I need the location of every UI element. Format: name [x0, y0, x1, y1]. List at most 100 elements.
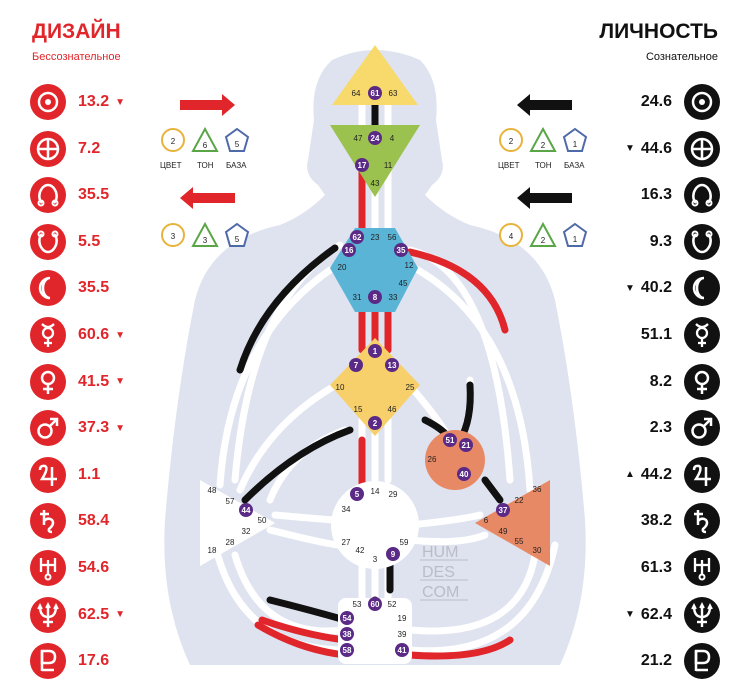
design-planet-row: 35.5 — [30, 175, 115, 215]
solar-plexus-center — [475, 480, 550, 566]
svg-text:COM: COM — [422, 584, 459, 601]
active-gate-marker — [459, 438, 473, 452]
planet-value: 44.2 — [640, 465, 672, 483]
ajna-gate: 11 — [384, 161, 393, 170]
solar-gate: 6 — [484, 516, 489, 525]
planet-value: 60.6 — [78, 326, 110, 343]
south-node-icon — [30, 223, 66, 260]
variable-arrows — [180, 94, 572, 209]
active-gate-marker — [368, 344, 382, 358]
design-planet-row: 13.2▼ — [30, 82, 125, 122]
personality-planet-row: 8.2 — [644, 362, 720, 402]
fixing-arrow-icon: ▼ — [115, 329, 126, 341]
svg-text:4: 4 — [509, 232, 514, 241]
root-center — [338, 598, 412, 664]
planet-value: 37.3 — [78, 419, 110, 437]
planet-value: 58.4 — [78, 512, 110, 530]
sacral-gate: 9 — [391, 550, 396, 559]
spleen-gate: 18 — [208, 546, 217, 555]
fixing-arrow-icon: ▼ — [624, 282, 635, 294]
svg-text:ТОН: ТОН — [197, 161, 214, 170]
g-gate: 1 — [373, 347, 378, 356]
active-gate-marker — [368, 131, 382, 145]
throat-gate: 16 — [345, 246, 354, 255]
svg-text:5: 5 — [235, 140, 240, 149]
planet-value: 54.6 — [78, 559, 110, 576]
g-gate: 25 — [406, 383, 415, 392]
personality-planet-row: 24.6 — [635, 82, 720, 122]
svg-text:2: 2 — [541, 141, 546, 150]
personality-planet-row: 38.2 — [635, 501, 720, 541]
head-gate: 63 — [389, 89, 398, 98]
earth-icon — [30, 130, 66, 167]
design-planet-row: 62.5▼ — [30, 595, 125, 635]
personality-planet-row: 16.3 — [635, 175, 720, 215]
solar-gate: 22 — [515, 496, 524, 505]
design-planet-row: 17.6 — [30, 641, 115, 681]
planet-value: 51.1 — [640, 326, 672, 343]
ajna-gate: 47 — [354, 134, 363, 143]
design-planet-row: 58.4 — [30, 501, 115, 541]
throat-gate: 33 — [389, 293, 398, 302]
active-gate-marker — [385, 358, 399, 372]
svg-text:БАЗА: БАЗА — [226, 161, 247, 170]
active-gate-marker — [394, 243, 408, 257]
throat-gate: 35 — [397, 246, 406, 255]
mars-icon — [30, 410, 66, 447]
spleen-gate: 32 — [242, 527, 251, 536]
planet-value: 13.2 — [78, 93, 110, 110]
sacral-gate: 42 — [356, 546, 365, 555]
svg-text:1: 1 — [573, 140, 578, 149]
throat-gate: 8 — [373, 293, 378, 302]
active-gate-marker — [368, 597, 382, 611]
svg-text:1: 1 — [573, 235, 578, 244]
personality-left-arrow-icon-2 — [517, 187, 572, 209]
throat-gate: 20 — [338, 263, 347, 272]
svg-text:3: 3 — [203, 236, 208, 245]
design-planet-row: 54.6 — [30, 548, 115, 588]
root-gate: 54 — [343, 614, 352, 623]
svg-text:HUM: HUM — [422, 544, 458, 561]
ajna-center — [330, 125, 420, 197]
active-gate-marker — [368, 86, 382, 100]
solar-gate: 37 — [499, 506, 508, 515]
planet-value: 5.5 — [78, 232, 101, 250]
active-gate-marker — [350, 487, 364, 501]
active-gate-marker — [239, 503, 253, 517]
jupiter-icon — [30, 456, 66, 493]
fixing-arrow-icon: ▼ — [624, 609, 635, 621]
sacral-gate: 59 — [400, 538, 409, 547]
mars-icon — [684, 410, 720, 447]
personality-planet-row: 21.2 — [635, 641, 720, 681]
planet-value: 21.2 — [640, 652, 672, 670]
pluto-icon — [30, 643, 66, 680]
design-planet-row: 7.2 — [30, 129, 106, 169]
active-gate-marker — [457, 467, 471, 481]
svg-text:2: 2 — [171, 137, 176, 146]
neptune-icon — [30, 596, 66, 633]
g-gate: 13 — [388, 361, 397, 370]
sacral-gate: 14 — [371, 487, 380, 496]
watermark: HUM DES COM — [420, 544, 468, 601]
planet-value: 35.5 — [78, 279, 110, 297]
design-planet-row: 60.6 ▼ — [30, 315, 125, 355]
active-gate-marker — [355, 158, 369, 172]
g-gate: 7 — [354, 361, 359, 370]
planet-value: 7.2 — [78, 139, 101, 157]
design-title: ДИЗАЙН — [32, 20, 121, 43]
personality-subtitle: Сознательное — [645, 51, 718, 63]
root-gate: 19 — [398, 614, 407, 623]
root-gate: 41 — [398, 646, 407, 655]
planet-value: 17.6 — [78, 652, 110, 670]
personality-left-arrow-icon-1 — [517, 94, 572, 116]
svg-text:ЦВЕТ: ЦВЕТ — [498, 161, 520, 170]
spleen-gate: 48 — [208, 486, 217, 495]
design-planet-row: 5.5 — [30, 222, 106, 262]
active-gate-marker — [368, 290, 382, 304]
sun-icon — [684, 84, 720, 120]
planet-value: 9.3 — [649, 232, 672, 250]
spleen-gate: 44 — [242, 506, 251, 515]
personality-planet-row: 51.1 — [635, 315, 720, 355]
svg-text:2: 2 — [509, 137, 514, 146]
